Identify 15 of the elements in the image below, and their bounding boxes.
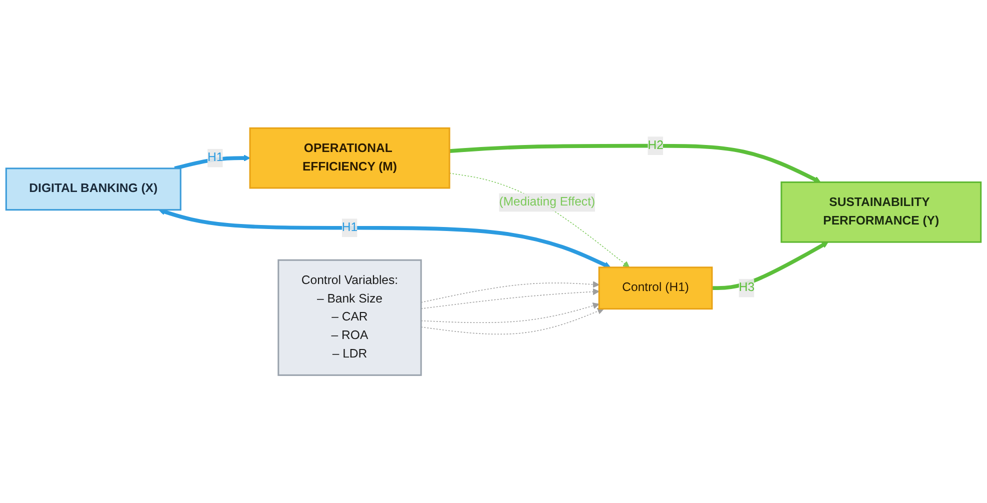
edge-label: (Mediating Effect) [499,195,596,208]
arrow [449,144,821,182]
node-box: DIGITAL BANKING (X) [5,167,182,210]
arrow [712,242,828,290]
node-box: Control (H1) [598,266,713,310]
edge-label: H2 [648,138,664,152]
arrow [174,154,250,170]
edge-label: H3 [738,281,755,294]
node-box: Control Variables: – Bank Size – CAR – ROA – LDR [278,259,422,376]
node-box: SUSTAINABILITY PERFORMANCE (Y) [780,181,982,243]
arrow [449,172,630,268]
arrow [158,208,611,268]
edge-label: H1 [207,150,224,164]
node-box: OPERATIONAL EFFICIENCY (M) [249,127,450,189]
edge-label: H1 [342,220,358,234]
